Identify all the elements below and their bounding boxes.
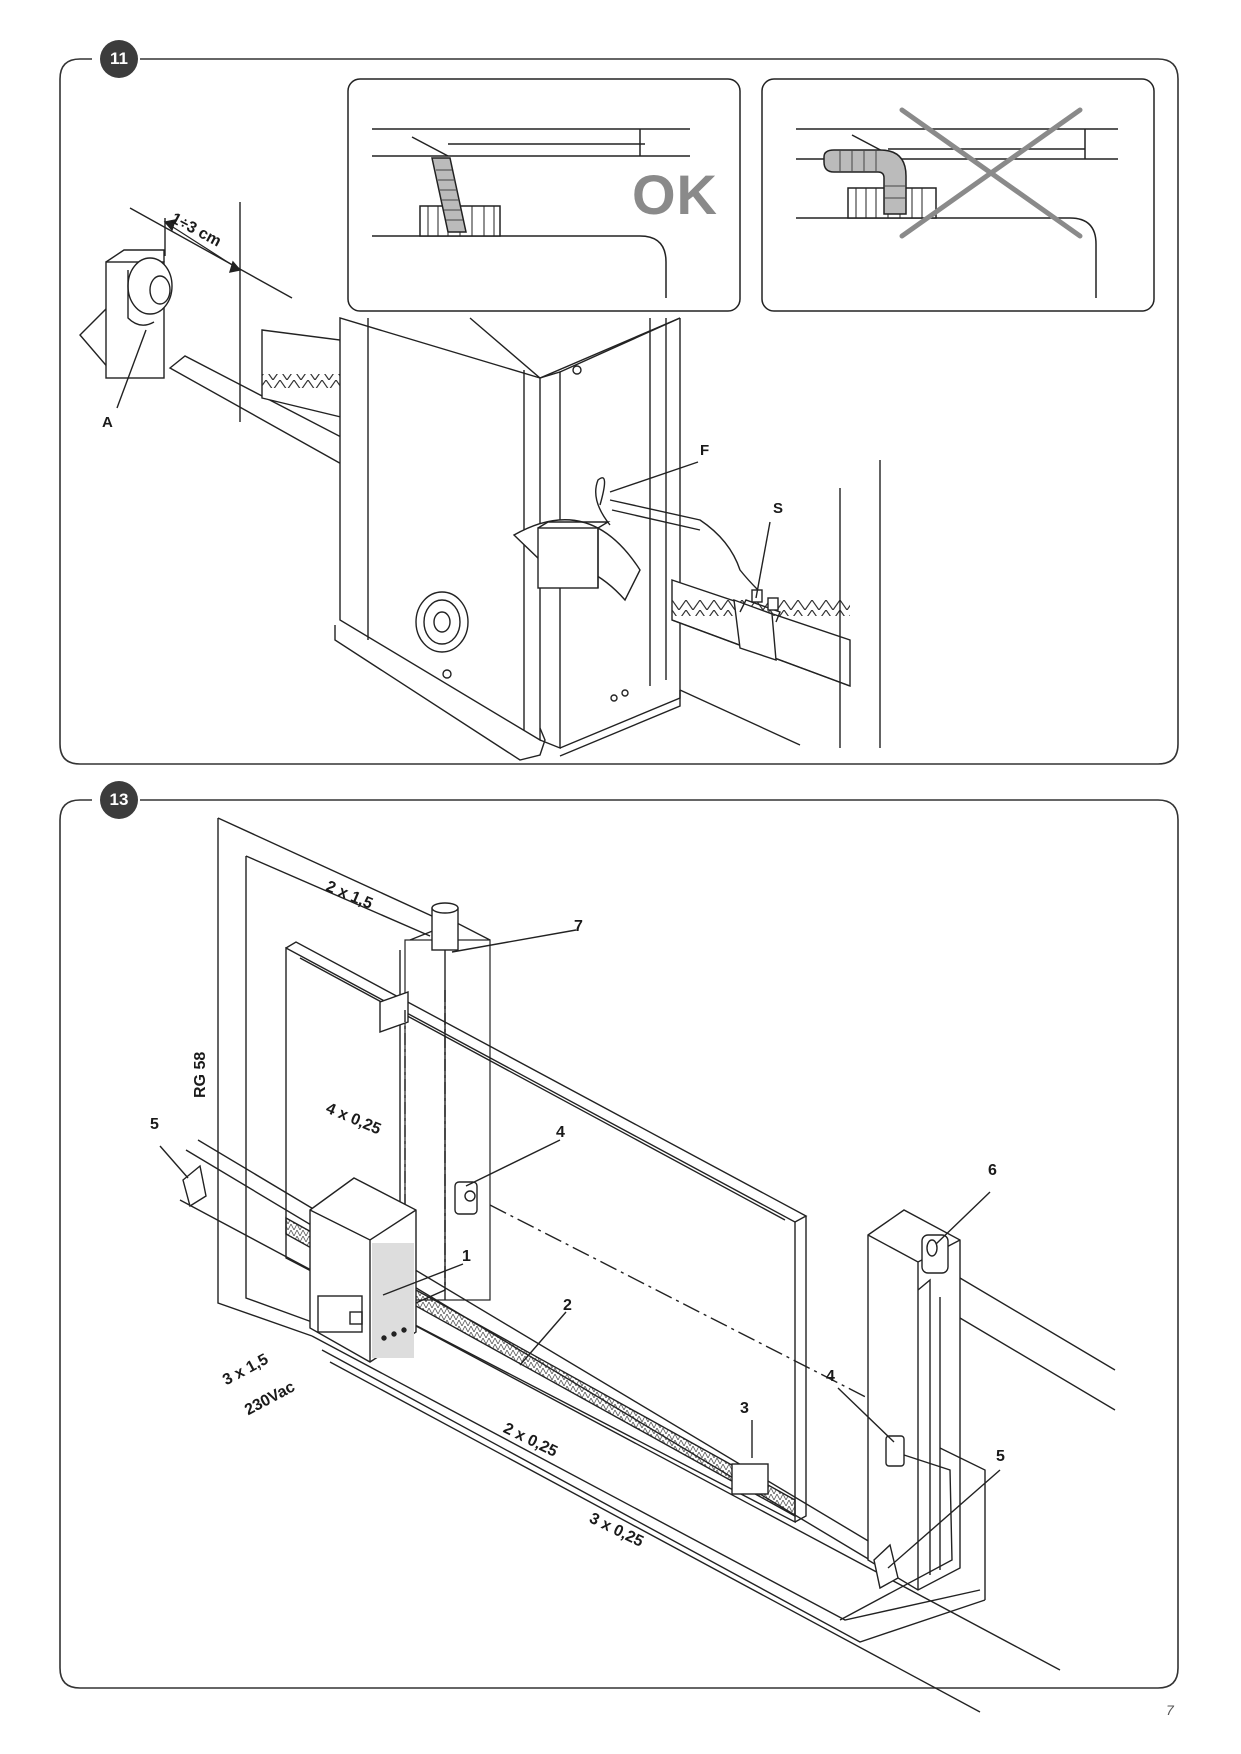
figure-13-badge: 13 <box>100 781 138 819</box>
page-number: 7 <box>1166 1702 1174 1718</box>
figure-11-main-drawing <box>79 202 881 761</box>
callout-4-left: 4 <box>556 1124 565 1141</box>
callout-5-left: 5 <box>150 1116 159 1133</box>
label-a: A <box>102 414 113 431</box>
callout-3: 3 <box>740 1400 749 1417</box>
figure-13-drawing <box>159 817 1116 1713</box>
label-s: S <box>773 500 784 517</box>
label-f: F <box>700 442 710 459</box>
figure-13-number: 13 <box>109 790 129 809</box>
figure-11-number: 11 <box>110 49 128 68</box>
callout-7: 7 <box>574 918 583 935</box>
inset-ok-drawing <box>347 78 741 312</box>
inset-wrong-drawing <box>761 78 1155 312</box>
callout-1: 1 <box>462 1248 471 1265</box>
callout-2: 2 <box>563 1297 572 1314</box>
cable-rg58-label: RG 58 <box>192 1051 209 1098</box>
callout-4-right: 4 <box>826 1368 835 1385</box>
inset-ok-label: OK <box>632 163 718 226</box>
figure-11-frame <box>59 58 1179 765</box>
figure-11-badge: 11 <box>100 40 138 78</box>
wrong-cross-mark <box>899 107 1083 239</box>
callout-5-right: 5 <box>996 1448 1005 1465</box>
callout-6: 6 <box>988 1162 997 1179</box>
figure-13-frame <box>59 799 1179 1689</box>
